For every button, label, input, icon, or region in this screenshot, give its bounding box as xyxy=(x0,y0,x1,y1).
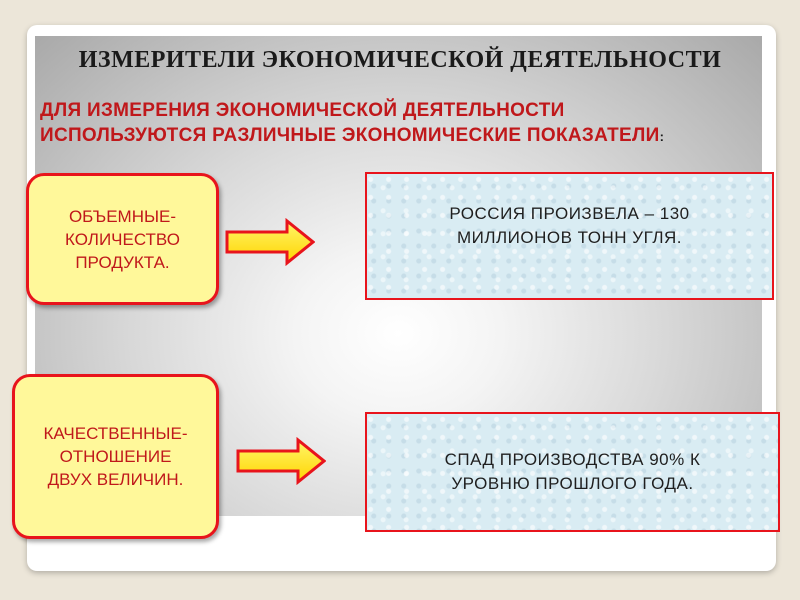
subtitle-line-2-text: ИСПОЛЬЗУЮТСЯ РАЗЛИЧНЫЕ ЭКОНОМИЧЕСКИЕ ПОК… xyxy=(40,125,660,146)
example-text-line: МИЛЛИОНОВ ТОНН УГЛЯ. xyxy=(456,228,682,247)
subtitle-line-1: ДЛЯ ИЗМЕРЕНИЯ ЭКОНОМИЧЕСКОЙ ДЕЯТЕЛЬНОСТИ xyxy=(40,100,565,121)
example-text-line: УРОВНЮ ПРОШЛОГО ГОДА. xyxy=(451,474,694,493)
example-text-volume: РОССИЯ ПРОИЗВЕЛА – 130 МИЛЛИОНОВ ТОНН УГ… xyxy=(449,202,689,250)
example-text-line: РОССИЯ ПРОИЗВЕЛА – 130 xyxy=(449,204,690,223)
example-box-quality: СПАД ПРОИЗВОДСТВА 90% К УРОВНЮ ПРОШЛОГО … xyxy=(365,412,780,532)
metric-label-volume: ОБЪЕМНЫЕ- КОЛИЧЕСТВО ПРОДУКТА. xyxy=(65,205,180,274)
metric-label-line: ДВУХ ВЕЛИЧИН. xyxy=(47,470,184,489)
right-arrow-icon xyxy=(225,218,315,266)
metric-label-line: ОБЪЕМНЫЕ- xyxy=(68,206,177,226)
metric-label-line: ПРОДУКТА. xyxy=(75,252,170,272)
slide-title: ИЗМЕРИТЕЛИ ЭКОНОМИЧЕСКОЙ ДЕЯТЕЛЬНОСТИ xyxy=(78,47,722,73)
right-arrow-icon xyxy=(236,437,326,485)
metric-box-volume: ОБЪЕМНЫЕ- КОЛИЧЕСТВО ПРОДУКТА. xyxy=(26,173,219,305)
subtitle-colon: : xyxy=(659,129,665,144)
metric-label-line: КАЧЕСТВЕННЫЕ- xyxy=(43,424,188,443)
subtitle-line-2: ИСПОЛЬЗУЮТСЯ РАЗЛИЧНЫЕ ЭКОНОМИЧЕСКИЕ ПОК… xyxy=(40,123,780,149)
example-text-quality: СПАД ПРОИЗВОДСТВА 90% К УРОВНЮ ПРОШЛОГО … xyxy=(445,448,701,496)
metric-label-quality: КАЧЕСТВЕННЫЕ- ОТНОШЕНИЕ ДВУХ ВЕЛИЧИН. xyxy=(44,422,188,491)
metric-label-line: КОЛИЧЕСТВО xyxy=(65,229,180,249)
example-box-volume: РОССИЯ ПРОИЗВЕЛА – 130 МИЛЛИОНОВ ТОНН УГ… xyxy=(365,172,774,300)
metric-box-quality: КАЧЕСТВЕННЫЕ- ОТНОШЕНИЕ ДВУХ ВЕЛИЧИН. xyxy=(12,374,219,539)
example-text-line: СПАД ПРОИЗВОДСТВА 90% К xyxy=(444,450,701,469)
metric-label-line: ОТНОШЕНИЕ xyxy=(59,447,172,466)
slide-subtitle: ДЛЯ ИЗМЕРЕНИЯ ЭКОНОМИЧЕСКОЙ ДЕЯТЕЛЬНОСТИ… xyxy=(40,98,780,149)
